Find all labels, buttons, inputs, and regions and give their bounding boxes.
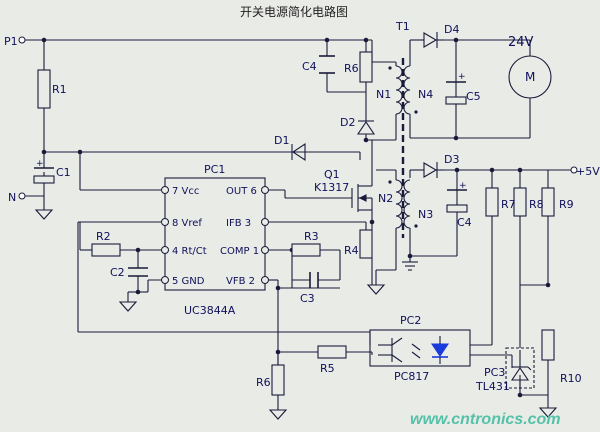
label-pc2: PC2 [400,314,421,327]
label-n3: N3 [418,208,433,221]
diodes [80,32,444,178]
tl431-symbol [510,350,532,388]
resistor-r2 [91,243,121,257]
label-r6-bot: R6 [256,376,271,389]
label-r9: R9 [559,198,574,211]
winding-dots [388,66,418,228]
resistor-r10 [541,329,555,361]
label-n1: N1 [376,88,391,101]
ground-c2 [118,301,138,312]
component-labels: P1 N R1 C1 T1 D4 24V C4 R6 N1 N4 C5 M D2… [4,20,600,393]
pin-ifb: IFB 3 [226,218,251,229]
resistor-r6-top [359,51,373,83]
label-r6-top: R6 [344,62,359,75]
terminal-n [18,192,26,200]
label-pc1: PC1 [204,163,225,176]
label-c5: C5 [466,90,481,103]
ground-r4 [366,284,386,295]
ic-pin-markers [161,186,269,284]
label-r7: R7 [501,198,516,211]
label-t1: T1 [395,20,410,33]
wires [22,39,572,410]
label-q1: Q1 [324,168,340,181]
cap-polarity-marks: + + + [36,72,467,191]
winding-n2 [395,179,403,229]
resistor-r3 [291,243,321,257]
label-r1: R1 [52,83,67,96]
label-k1317: K1317 [314,181,349,194]
diagram-title: 开关电源简化电路图 [240,4,348,19]
ic-pc1-body [164,177,266,291]
svg-text:+: + [459,181,467,191]
winding-n1 [395,65,403,115]
label-n2: N2 [378,192,393,205]
watermark: www.cntronics.com [410,411,561,428]
resistor-r7 [485,187,499,217]
label-d4: D4 [444,23,459,36]
label-tl431: TL431 [475,380,510,393]
resistor-r5 [317,345,347,359]
label-r4: R4 [344,244,359,257]
mosfet-q1 [351,168,373,212]
label-c2: C2 [110,266,125,279]
label-pc3: PC3 [484,366,505,379]
label-uc3844a: UC3844A [184,304,236,317]
label-c1: C1 [56,166,71,179]
terminal-5v [570,166,578,174]
pin-vcc: 7 Vcc [172,186,199,197]
resistor-r9 [541,187,555,217]
resistor-r1 [37,69,51,109]
label-n4: N4 [418,88,433,101]
label-r5: R5 [320,362,335,375]
junction-dots [41,37,551,398]
capacitors [33,55,468,288]
label-r2: R2 [96,230,111,243]
winding-n3 [403,179,411,229]
optocoupler-internals [378,336,450,364]
label-r3: R3 [304,230,319,243]
ground-r6 [268,409,288,420]
label-motor: M [525,70,535,84]
ground-r10 [538,407,558,418]
label-c4-top: C4 [302,60,317,73]
label-d2: D2 [340,116,355,129]
components [37,51,555,396]
label-n: N [8,191,16,204]
label-c3: C3 [300,292,315,305]
pin-vfb: VFB 2 [226,276,255,287]
terminal-p1 [18,36,26,44]
svg-text:+: + [36,159,44,169]
winding-n4 [403,65,411,115]
optocoupler-pc2-body [369,329,471,367]
label-d1: D1 [274,134,289,147]
pin-vref: 8 Vref [172,218,202,229]
transformer-t1 [395,58,411,238]
label-pc817: PC817 [394,370,429,383]
resistor-r4 [359,229,373,259]
label-5v: +5V [576,165,600,178]
resistor-r6-bot [271,364,285,396]
ground-secondary [402,261,418,271]
label-r8: R8 [529,198,544,211]
ground-symbols [34,209,558,420]
resistor-r8 [513,187,527,217]
label-d3: D3 [444,153,459,166]
ground-c1 [34,209,54,220]
pin-out: OUT 6 [226,186,257,197]
svg-text:+: + [458,72,466,82]
label-p1: P1 [4,35,18,48]
label-c4-out: C4 [457,216,472,229]
pin-comp: COMP 1 [220,246,259,257]
label-24v: 24V [508,35,534,50]
pin-rtct: 4 Rt/Ct [172,246,207,257]
motor-m [508,55,552,99]
ic-pin-labels: 7 Vcc 8 Vref 4 Rt/Ct 5 GND OUT 6 IFB 3 C… [172,186,259,287]
pin-gnd: 5 GND [172,276,205,287]
label-r10: R10 [560,372,582,385]
